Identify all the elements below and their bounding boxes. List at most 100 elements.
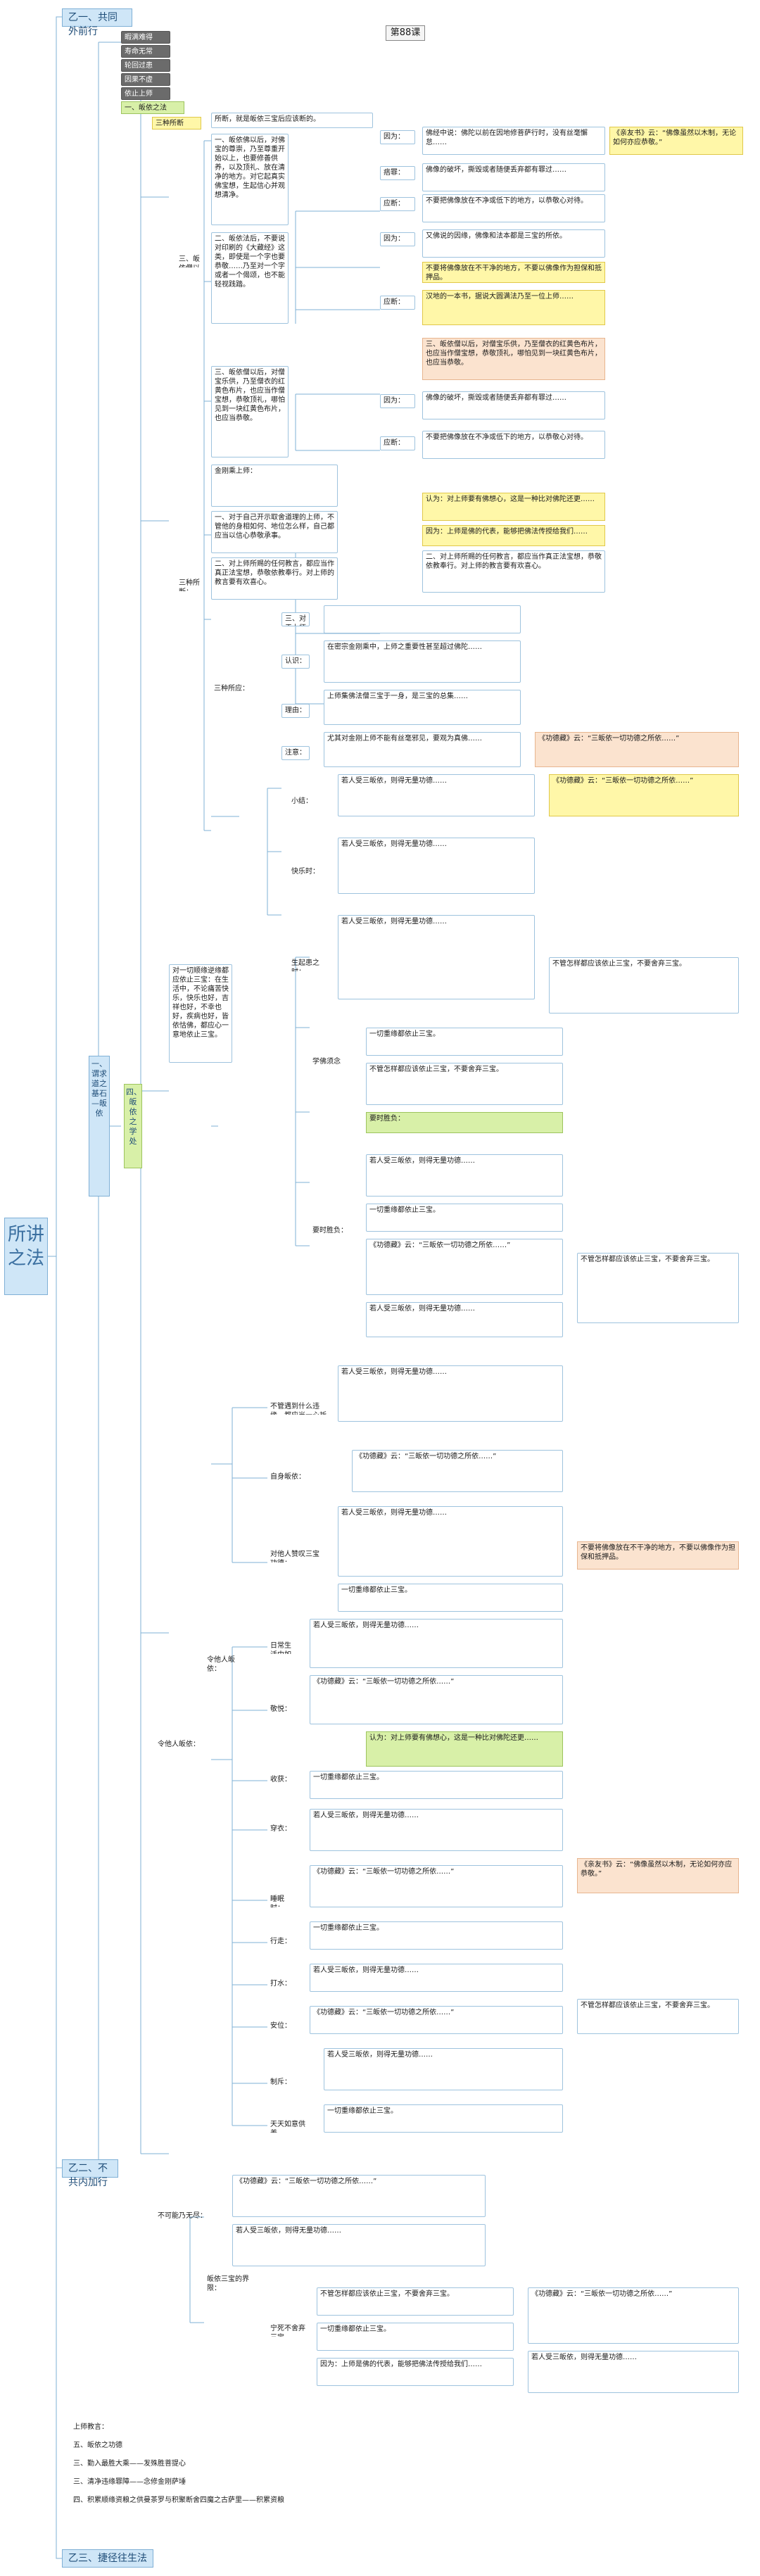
note-guru-buddha: 认为：对上师要有佛想心，这是一种比对佛陀还更……	[422, 493, 605, 521]
vajra-note-detail: 上师集佛法僧三宝于一身，是三宝的总集……	[324, 690, 521, 725]
vajra-recognize-detail	[324, 605, 521, 633]
daily-rebuke-detail: 《功德藏》云：“三皈依一切功德之所依……”	[310, 2006, 563, 2034]
dharma-reason: 因为：	[380, 232, 415, 246]
daily-walk-detail: 《功德藏》云：“三皈依一切功德之所依……”	[310, 1865, 563, 1907]
daily-settle-detail: 若人受三皈依，则得无量功德……	[310, 1964, 563, 1992]
refuge-merits[interactable]: 上师教言：	[73, 2423, 108, 2431]
refuge-boundary-detail-2: 若人受三皈依，则得无量功德……	[232, 2224, 486, 2266]
note-dharma-respect: 不要将佛像放在不干净的地方，不要以佛像作为担保和抵押品。	[422, 262, 605, 283]
praise-detail: 《功德藏》云：“三皈依一切功德之所依……”	[352, 1450, 563, 1492]
abandon-intro: 所断，就是皈依三宝后应该断的。	[211, 113, 373, 128]
daily-offering: 制斥：	[270, 2078, 291, 2086]
menu-precious-human-life[interactable]: 暇满难得	[121, 31, 170, 44]
sangha-detail-peach: 三、皈依僧以后，对僧宝乐供，乃至僧衣的红黄色布片，也应当作僧宝想，恭敬顶礼，哪怕…	[422, 338, 605, 380]
main-title: 所讲之法	[4, 1218, 48, 1295]
section-inner-preliminaries[interactable]: 乙二、不共内加行	[62, 2159, 118, 2188]
learning-detail-1: 一切重缘都依止三宝。	[366, 1028, 563, 1056]
duty-guru: 金刚乘上师：	[211, 465, 338, 507]
daily-harvest-green: 认为：对上师要有佛想心，这是一种比对佛陀还更……	[366, 1731, 563, 1767]
self-refuge-detail: 若人受三皈依，则得无量功德……	[338, 1365, 563, 1422]
daily-dress: 收获：	[270, 1776, 291, 1783]
daily-rebuke: 安位：	[270, 2022, 291, 2030]
daily-water: 行走：	[270, 1938, 291, 1945]
self-refuge: 不管遇到什么违缘，都应当一心祈祷三宝。	[270, 1403, 327, 1415]
dharma-example: 应断：	[380, 296, 415, 310]
buddha-reason-detail: 佛经中说：佛陀以前在因地修菩萨行时，没有丝毫懈怠……	[422, 127, 605, 155]
daily-rebuke-side: 不管怎样都应该依止三宝，不要舍弃三宝。	[577, 1999, 739, 2034]
menu-karma[interactable]: 因果不虚	[121, 73, 170, 86]
vajra-master-label: 三种所应：	[214, 685, 249, 693]
daily-eat: 日常生活中如何皈依三宝	[270, 1642, 291, 1654]
daily-walk: 睡眠时：	[270, 1895, 284, 1907]
daily-sleep: 穿衣：	[270, 1825, 291, 1833]
critical-moments: 要时胜负：	[312, 1227, 348, 1235]
refuge-boundary-detail: 《功德藏》云：“三皈依一切功德之所依……”	[232, 2175, 486, 2217]
illness-times: 快乐时：	[291, 868, 319, 876]
rely-illness-detail: 若人受三皈依，则得无量功德……	[338, 915, 535, 999]
daily-dress-detail: 一切重缘都依止三宝。	[310, 1771, 563, 1799]
three-abandonments-label: 三、皈依僧以后，对僧宝乐供，乃至僧衣的红黄色布片，也应当作僧宝想，恭敬顶礼，哪怕…	[179, 255, 200, 267]
buddha-abandon: 应断：	[380, 197, 415, 211]
daily-let-people-detail: 一切重缘都依止三宝。	[324, 2104, 563, 2133]
lead-others-detail-2: 一切重缘都依止三宝。	[338, 1584, 563, 1612]
buddha-reason: 因为：	[380, 130, 415, 144]
happy-times: 小结：	[291, 797, 312, 805]
daily-water-detail: 一切重缘都依止三宝。	[310, 1921, 563, 1950]
rely-illness: 生起患之时：	[291, 959, 319, 971]
vajrasattva-item[interactable]: 三、勤入最胜大乘——发殊胜菩提心	[73, 2460, 186, 2468]
critical-detail-2: 一切重缘都依止三宝。	[366, 1204, 563, 1232]
vajra-summary: 注意：	[281, 746, 310, 760]
abandon-buddha: 一、皈依佛以后，对佛宝的尊崇，乃至尊重开始以上，也要修善供养，以及顶礼、放在清净…	[211, 134, 289, 225]
happy-times-note: 《功德藏》云：“三皈依一切功德之所依……”	[549, 774, 739, 816]
daily-eat-detail: 若人受三皈依，则得无量功德……	[310, 1619, 563, 1668]
note-han-region: 汉地的一本书，据说大圆满法乃至一位上师……	[422, 290, 605, 325]
daily-offering-detail: 若人受三皈依，则得无量功德……	[324, 2048, 563, 2090]
daily-let-people: 天天如意供养	[270, 2121, 305, 2133]
critical-detail-side: 不管怎样都应该依止三宝，不要舍弃三宝。	[577, 1253, 739, 1323]
note-friendship-letter: 《亲友书》云：“佛像虽然以木制，无论如何亦应恭敬。”	[609, 127, 743, 155]
guru-yoga-item[interactable]: 四、积累顺缘资粮之供曼茶罗与积聚断舍四魔之古萨里——积累资粮	[73, 2496, 284, 2504]
learning-detail-green: 要时胜负：	[366, 1112, 563, 1133]
bodhicitta-item[interactable]: 五、皈依之功德	[73, 2442, 122, 2449]
vajra-note: 理由：	[281, 704, 310, 718]
sangha-merit-detail: 佛像的破坏，撕毁或者随便丢弃都有罪过……	[422, 391, 605, 419]
guru-advice-side-2: 若人受三皈依，则得无量功德……	[528, 2351, 739, 2393]
praise-to-others: 自身皈依：	[270, 1473, 305, 1481]
mandala-item[interactable]: 三、清净违缘罪障——念修金刚萨埵	[73, 2478, 186, 2486]
illness-times-detail: 若人受三皈依，则得无量功德……	[338, 838, 535, 894]
daily-harvest: 敬悦：	[270, 1705, 291, 1713]
section-outer-preliminaries[interactable]: 乙一、共同外前行	[62, 8, 132, 37]
guru-advice-1: 不管怎样都应该依止三宝，不要舍弃三宝。	[317, 2287, 514, 2316]
buddha-fault: 痞罪：	[380, 166, 415, 180]
buddha-fault-detail: 佛像的破坏，撕毁或者随便丢弃都有罪过……	[422, 163, 605, 191]
duty-teachings: 一、对于自己开示取舍道理的上师，不管他的身相如何、地位怎么样，自己都应当以信心恭…	[211, 511, 338, 553]
never-abandon: 皈依三宝的界限：	[207, 2275, 249, 2292]
menu-impermanence[interactable]: 寿命无常	[121, 45, 170, 58]
daily-walk-note: 《亲友书》云：“佛像虽然以木制，无论如何亦应恭敬。”	[577, 1858, 739, 1893]
vajra-reason-detail: 在密宗金刚乘中，上师之重要性甚至超过佛陀……	[324, 640, 521, 683]
lesson-badge: 第88课	[386, 25, 425, 41]
learning-detail-2: 不管怎样都应该依止三宝，不要舍弃三宝。	[366, 1063, 563, 1105]
sangha-merit: 因为：	[380, 394, 415, 408]
guru-advice: 宁死不舍弃三宝	[270, 2325, 305, 2337]
sangha-practice-detail: 不要把佛像放在不净或低下的地方，以恭敬心对待。	[422, 431, 605, 459]
menu-refuge-method[interactable]: 一、皈依之法	[121, 101, 184, 114]
refuge-precepts-label: 四、皈依之学处	[124, 1084, 142, 1168]
guru-advice-side: 《功德藏》云：“三皈依一切功德之所依……”	[528, 2287, 739, 2344]
vajra-summary-detail: 尤其对金刚上师不能有丝毫邪见，要观为真佛……	[324, 732, 521, 767]
three-duties-label: 三种所断：	[179, 579, 200, 591]
three-abandonments-node[interactable]: 三种所断	[152, 117, 201, 130]
abandon-sangha: 三、皈依僧以后，对僧宝乐供，乃至僧衣的红黄色布片，也应当作僧宝想，恭敬顶礼，哪怕…	[211, 366, 289, 457]
lead-others-detail: 若人受三皈依，则得无量功德……	[338, 1506, 563, 1577]
critical-detail-1: 若人受三皈依，则得无量功德……	[366, 1154, 563, 1197]
menu-samsara-suffering[interactable]: 轮回过患	[121, 59, 170, 72]
section-shortcut-rebirth[interactable]: 乙三、捷径往生法	[62, 2549, 153, 2568]
guru-advice-3: 因为：上师是佛的代表，能够把佛法传授给我们……	[317, 2358, 514, 2386]
buddha-abandon-detail: 不要把佛像放在不净或低下的地方，以恭敬心对待。	[422, 194, 605, 222]
vajra-summary-note: 《功德藏》云：“三皈依一切功德之所依……”	[535, 732, 739, 767]
sangha-practice: 应断：	[380, 436, 415, 450]
refuge-boundary: 不可能乃无尽：	[158, 2212, 207, 2220]
menu-guru[interactable]: 依止上师	[121, 87, 170, 100]
happy-times-detail: 若人受三皈依，则得无量功德……	[338, 774, 535, 816]
daily-life-sub: 令他人皈依：	[207, 1656, 235, 1673]
